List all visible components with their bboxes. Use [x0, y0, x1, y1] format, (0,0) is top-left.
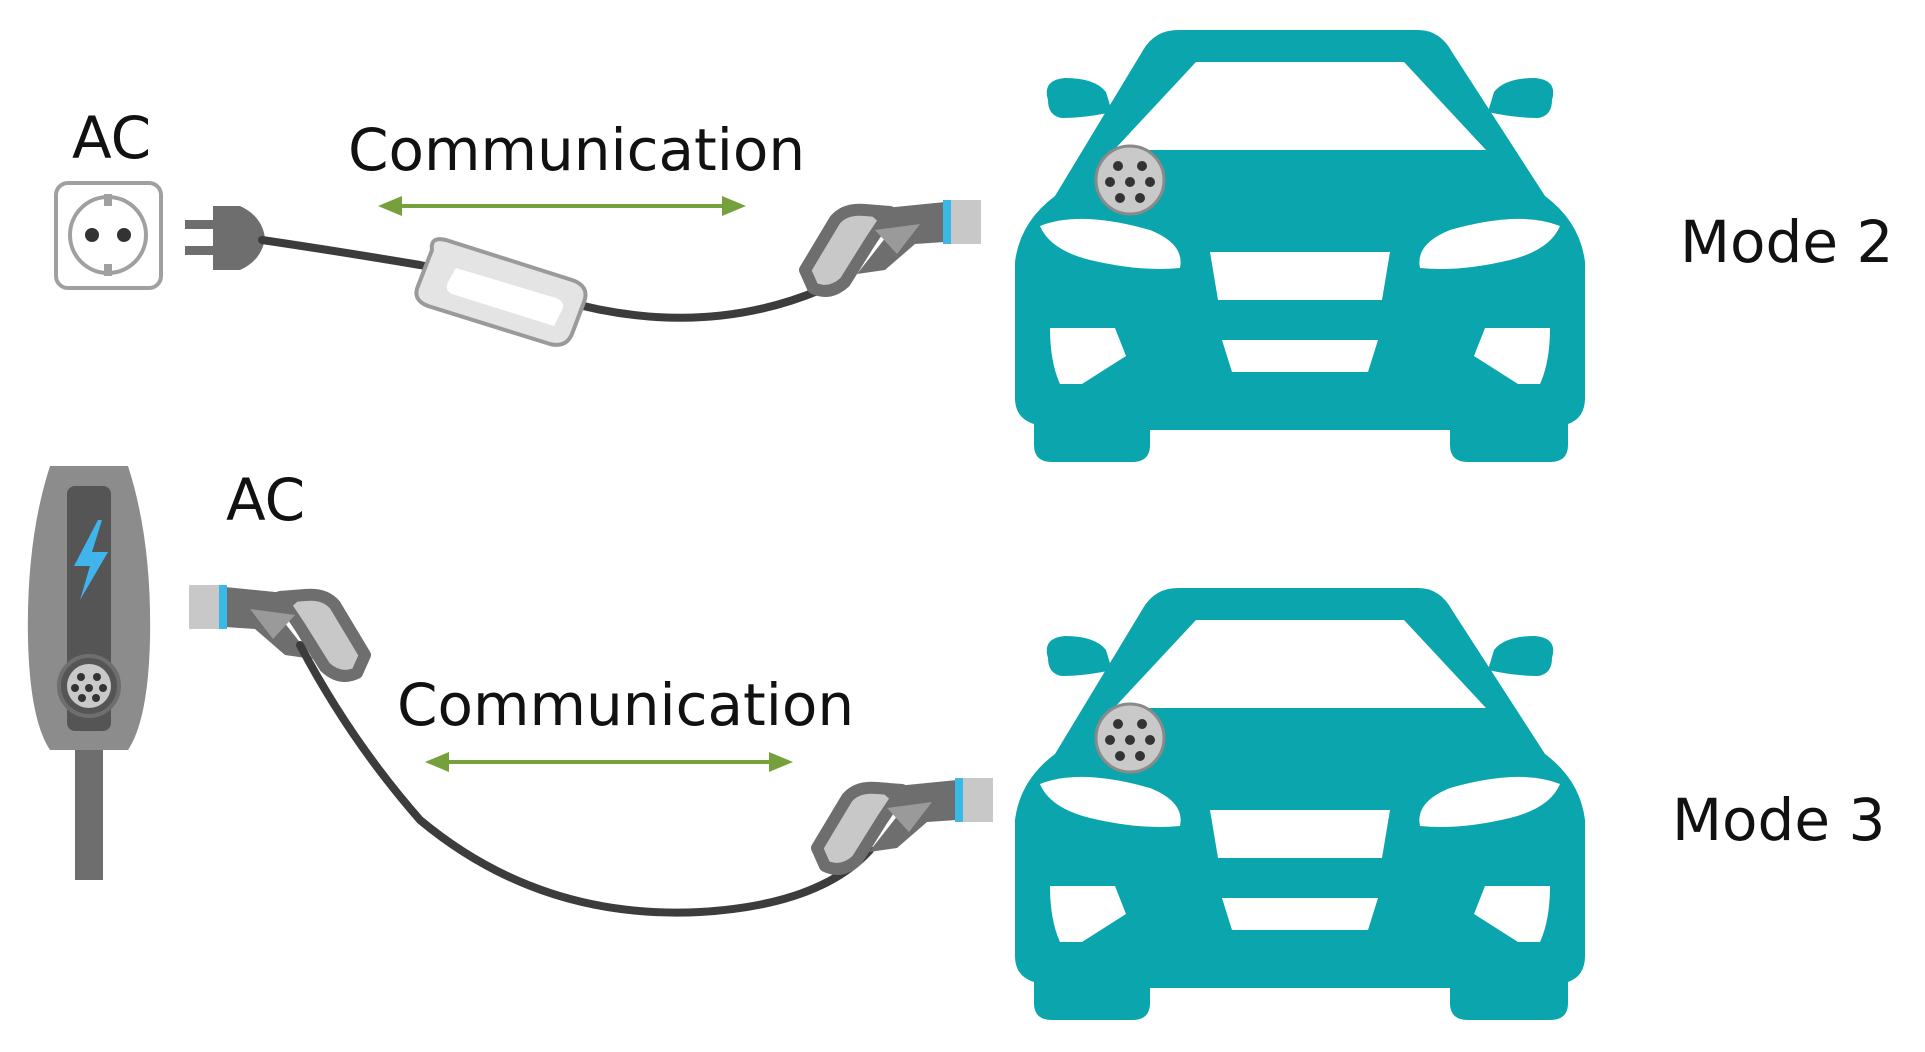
- mode-3-communication-label: Communication: [397, 671, 854, 739]
- charging-station-icon: [27, 466, 151, 880]
- mode-2-car-icon: [1015, 30, 1585, 462]
- mode-2-ac-label: AC: [72, 104, 151, 172]
- mode-3-inlet-icon: [1094, 702, 1166, 774]
- mode-3-label: Mode 3: [1672, 786, 1885, 854]
- mode-2-row: AC Communication: [54, 30, 1893, 462]
- household-plug-icon: [185, 206, 265, 270]
- mode-3-ac-label: AC: [226, 466, 305, 534]
- mode-3-car-connector-icon: [817, 778, 993, 869]
- mode-3-station-connector-icon: [189, 585, 365, 676]
- lightning-bolt-icon: [74, 520, 108, 600]
- mode-2-communication-arrow: [378, 196, 746, 216]
- mode-2-connector-icon: [805, 200, 981, 291]
- mode-2-label: Mode 2: [1680, 208, 1893, 276]
- mode-2-communication-label: Communication: [348, 116, 805, 184]
- mode-3-car-icon: [1015, 588, 1585, 1020]
- mode-2-inlet-icon: [1094, 144, 1166, 216]
- mode-3-row: AC Communication Mode 3: [27, 466, 1885, 1020]
- mode-3-communication-arrow: [425, 752, 793, 772]
- wall-socket-icon: [54, 181, 163, 290]
- in-cable-control-box-icon: [414, 237, 588, 347]
- mode-3-cable: [296, 641, 874, 917]
